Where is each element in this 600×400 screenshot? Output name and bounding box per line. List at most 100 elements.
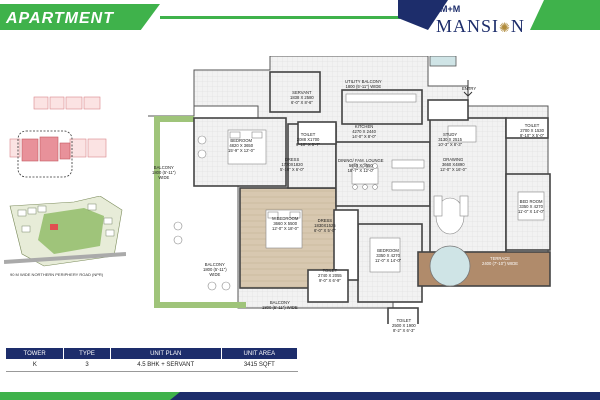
- room-dim: 5'-10" X 6'-0": [280, 167, 305, 172]
- room-dim: 6'-0" X 8'-6": [290, 100, 313, 105]
- col-tower: TOWER: [6, 348, 65, 359]
- room-name: TOILET: [396, 318, 412, 323]
- label-dress-1: DRESS 1770X1820 5'-10" X 6'-0": [280, 157, 304, 172]
- room-size: 4820 X 3650: [229, 143, 254, 148]
- room-dim: 11'-0" X 14'-0": [375, 258, 402, 263]
- brand-mark: M+M: [440, 4, 461, 14]
- room-dim: 11'-0" X 14'-0": [518, 209, 545, 214]
- room-name: TOILET: [524, 123, 540, 128]
- room-size: 3350 X 4270: [519, 204, 543, 209]
- room-dim: 6'-0" X 5'-0": [314, 228, 336, 233]
- label-balcony-3: BALCONY 1800 (5'-11") WIDE: [262, 300, 298, 310]
- label-toilet-4: TOILET 2500 X 1900 8'-2" X 6'-3": [392, 318, 416, 333]
- unit-spec-table: TOWER TYPE UNIT PLAN UNIT AREA K 3 4.5 B…: [6, 348, 299, 372]
- page-title: APARTMENT: [6, 10, 114, 27]
- label-drawing: DRAWING 3660 X4890 12'-0" X 16'-0": [440, 157, 466, 172]
- room-name: TERRACE: [490, 256, 511, 261]
- room-size: 2400 (7'-10") WIDE: [482, 261, 519, 266]
- table-header-row: TOWER TYPE UNIT PLAN UNIT AREA: [6, 348, 299, 359]
- room-name: BALCONY: [269, 300, 290, 305]
- room-dim: 12'-0" X 16'-0": [440, 167, 467, 172]
- label-bedroom-2: BEDROOM 3350 X 4270 11'-0" X 14'-0": [375, 248, 401, 263]
- room-dim: 6'-10" X 5'-7": [296, 142, 321, 147]
- room-size: 2700 X 1530: [520, 128, 544, 133]
- room-dim: 18'-7" X 12'-0": [347, 168, 375, 173]
- brand-name-end: N: [510, 16, 525, 36]
- room-size: 4270 X 2440: [352, 129, 376, 134]
- room-size: 3660 X4890: [441, 162, 465, 167]
- room-name: KITCHEN: [354, 124, 374, 129]
- room-dim: 8'-2" X 6'-3": [392, 328, 415, 333]
- cell-unit-plan: 4.5 BHK + SERVANT: [110, 359, 222, 372]
- brand-logo: M+M MANSI✺N: [430, 2, 540, 42]
- room-size: 2088 X1700: [296, 137, 320, 142]
- room-dim: 14'-0" X 8'-0": [352, 134, 377, 139]
- room-dim: WIDE: [158, 175, 170, 180]
- cell-unit-area: 3415 SQFT: [221, 359, 298, 372]
- label-entry: ENTRY: [462, 86, 477, 91]
- label-toilet-3: TOILET 2740 X 2055 9'-0" X 6'-9": [318, 268, 342, 283]
- header-rule: [160, 16, 400, 19]
- label-toilet-2: TOILET 2700 X 1530 8'-10" X 5'-0": [520, 123, 544, 138]
- label-kitchen: KITCHEN 4270 X 2440 14'-0" X 8'-0": [352, 124, 376, 139]
- header-banner: APARTMENT: [0, 4, 160, 30]
- brand-name: MANSI✺N: [436, 16, 525, 37]
- room-size: 1830X1525: [314, 223, 336, 228]
- label-utility-balcony: UTILITY BALCONY 1800 (5'-11") WIDE: [345, 79, 382, 89]
- bottom-bar: [0, 392, 600, 400]
- room-name: BEDROOM: [377, 248, 399, 253]
- label-toilet-1: TOILET 2088 X1700 6'-10" X 5'-7": [296, 132, 320, 147]
- room-name: SERVANT: [292, 90, 312, 95]
- label-dining: DINING/ FAM. LOUNGE 5660 X 3650 18'-7" X…: [338, 158, 384, 173]
- label-balcony-2: BALCONY 1800 (5'-11") WIDE: [203, 262, 227, 277]
- room-dim: 12'-0" X 18'-0": [272, 226, 299, 231]
- room-name: DRESS: [317, 218, 333, 223]
- room-name: BED ROOM: [519, 199, 543, 204]
- road-label: 90 M WIDE NORTHERN PERIPHERY ROAD (NPR): [10, 272, 104, 277]
- room-name: BALCONY: [204, 262, 225, 267]
- brand-emblem-icon: ✺: [499, 20, 511, 35]
- label-master-bedroom: M.BEDROOM 3660 X 5500 12'-0" X 18'-0": [272, 216, 298, 231]
- room-dim: 9'-0" X 6'-9": [318, 278, 341, 283]
- room-size: 1838 X 2580: [290, 95, 314, 100]
- room-name: UTILITY BALCONY: [345, 79, 382, 84]
- room-size: 1800 (5'-11"): [203, 267, 227, 272]
- label-terrace: TERRACE 2400 (7'-10") WIDE: [482, 256, 518, 266]
- room-size: 3350 X 4270: [376, 253, 400, 258]
- room-name: M.BEDROOM: [272, 216, 299, 221]
- room-name: DINING/ FAM. LOUNGE: [338, 158, 384, 163]
- room-dim: WIDE: [209, 272, 221, 277]
- brand-name-start: MANSI: [436, 16, 500, 36]
- label-study: STUDY 3130 X 2515 10'-3" X 8'-3": [438, 132, 462, 147]
- room-dim: 8'-10" X 5'-0": [520, 133, 545, 138]
- col-unit-plan: UNIT PLAN: [110, 348, 222, 359]
- key-plan: [9, 96, 107, 178]
- floor-plan: [148, 56, 551, 324]
- label-dress-2: DRESS 1830X1525 6'-0" X 5'-0": [314, 218, 336, 233]
- room-name: TOILET: [300, 132, 316, 137]
- label-servant: SERVANT 1838 X 2580 6'-0" X 8'-6": [290, 90, 314, 105]
- room-name: BALCONY: [153, 165, 174, 170]
- label-bed-room-right: BED ROOM 3350 X 4270 11'-0" X 14'-0": [518, 199, 544, 214]
- room-size: 3660 X 5500: [273, 221, 298, 226]
- room-name: STUDY: [442, 132, 458, 137]
- col-unit-area: UNIT AREA: [221, 348, 299, 359]
- brand-accent-green: [530, 0, 600, 30]
- room-name: BEDROOM: [230, 138, 253, 143]
- room-size: 2500 X 1900: [392, 323, 416, 328]
- label-balcony-1: BALCONY 1800 (5'-11") WIDE: [152, 165, 176, 180]
- cell-tower: K: [6, 359, 64, 372]
- site-plan: [4, 196, 126, 267]
- room-size: 2740 X 2055: [318, 273, 342, 278]
- room-name: TOILET: [322, 268, 338, 273]
- table-row: K 3 4.5 BHK + SERVANT 3415 SQFT: [6, 359, 298, 372]
- room-size: 3130 X 2515: [438, 137, 462, 142]
- room-size: 1800 (5'-11") WIDE: [262, 305, 298, 310]
- room-name: DRESS: [284, 157, 300, 162]
- room-dim: 10'-3" X 8'-3": [438, 142, 463, 147]
- room-size: 1800 (5'-11"): [152, 170, 176, 175]
- room-size: 1800 (5'-11") WIDE: [345, 84, 382, 89]
- room-name: DRAWING: [443, 157, 464, 162]
- cell-type: 3: [63, 359, 111, 372]
- col-type: TYPE: [63, 348, 111, 359]
